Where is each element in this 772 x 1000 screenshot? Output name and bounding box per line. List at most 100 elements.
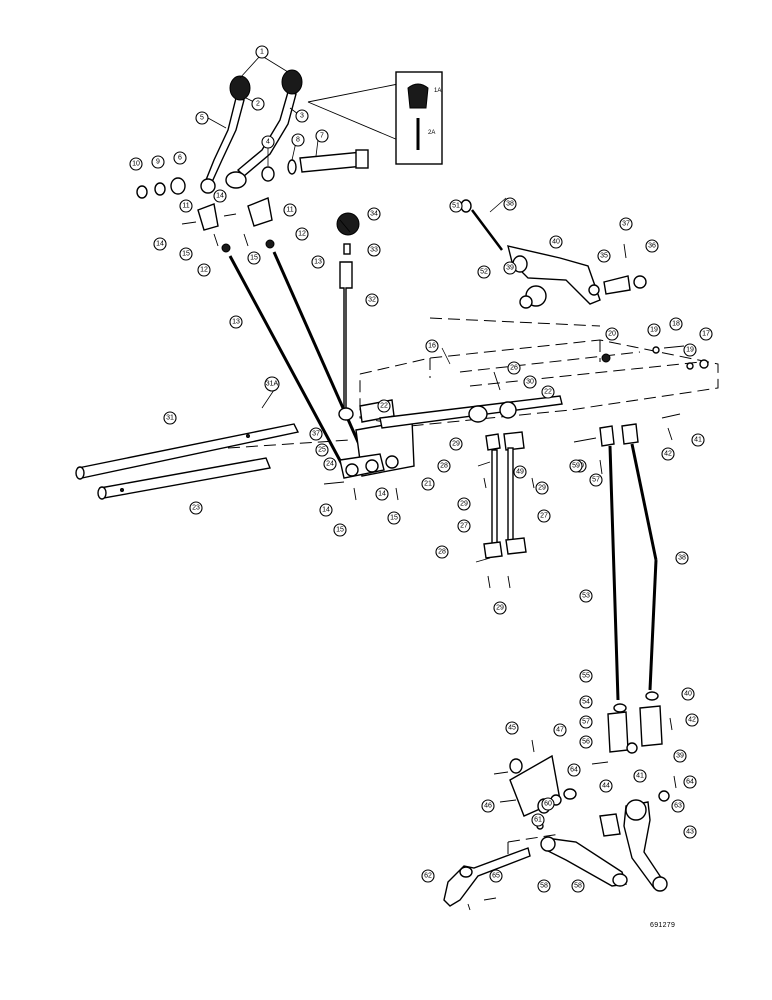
callout-42b: 42 — [685, 713, 699, 727]
callout-47: 47 — [553, 723, 567, 737]
svg-text:29: 29 — [460, 501, 468, 508]
callout-28b: 28 — [435, 545, 449, 559]
callout-8: 8 — [291, 133, 305, 147]
callout-52: 52 — [477, 265, 491, 279]
callout-11b: 11 — [283, 203, 297, 217]
svg-text:29: 29 — [452, 441, 460, 448]
svg-text:12: 12 — [200, 267, 208, 274]
callout-5: 5 — [195, 111, 209, 125]
callout-51: 51 — [449, 199, 463, 213]
svg-text:45: 45 — [508, 725, 516, 732]
callout-58a: 58 — [537, 879, 551, 893]
callout-59: 59 — [569, 459, 583, 473]
callout-37a: 37 — [619, 217, 633, 231]
svg-text:61: 61 — [534, 817, 542, 824]
svg-text:57: 57 — [582, 719, 590, 726]
svg-text:40: 40 — [552, 239, 560, 246]
callout-22a: 22 — [377, 399, 391, 413]
svg-text:53: 53 — [582, 593, 590, 600]
callout-balloons: 1 2 3 4 5 6 7 8 9 10 11 11 12 12 13 13 1… — [129, 45, 713, 893]
svg-text:37: 37 — [622, 221, 630, 228]
svg-text:49: 49 — [516, 469, 524, 476]
svg-text:10: 10 — [132, 161, 140, 168]
callout-19a: 19 — [647, 323, 661, 337]
svg-text:28: 28 — [440, 463, 448, 470]
svg-text:42: 42 — [688, 717, 696, 724]
svg-text:29: 29 — [538, 485, 546, 492]
callout-36: 36 — [645, 239, 659, 253]
svg-text:64: 64 — [570, 767, 578, 774]
svg-text:11: 11 — [286, 207, 293, 214]
callout-45: 45 — [505, 721, 519, 735]
svg-text:43: 43 — [686, 829, 694, 836]
callout-55: 55 — [579, 669, 593, 683]
callout-57a: 57 — [589, 473, 603, 487]
callout-15a: 15 — [179, 247, 193, 261]
svg-text:56: 56 — [582, 739, 590, 746]
svg-text:38: 38 — [678, 555, 686, 562]
svg-text:2: 2 — [256, 101, 260, 108]
callout-32: 32 — [365, 293, 379, 307]
svg-text:14: 14 — [322, 507, 330, 514]
callout-23: 23 — [189, 501, 203, 515]
svg-text:40: 40 — [684, 691, 692, 698]
svg-text:31: 31 — [166, 415, 174, 422]
svg-text:5: 5 — [200, 115, 204, 122]
callout-22b: 22 — [541, 385, 555, 399]
callout-14b: 14 — [153, 237, 167, 251]
callout-14c: 14 — [375, 487, 389, 501]
callout-27a: 27 — [457, 519, 471, 533]
callout-57b: 57 — [579, 715, 593, 729]
callout-14a: 14 — [213, 189, 227, 203]
callout-24: 24 — [323, 457, 337, 471]
callout-54: 54 — [579, 695, 593, 709]
svg-text:14: 14 — [378, 491, 386, 498]
callout-27b: 27 — [537, 509, 551, 523]
callout-31: 31 — [163, 411, 177, 425]
svg-text:39: 39 — [506, 265, 514, 272]
svg-text:6: 6 — [178, 155, 182, 162]
callout-19b: 19 — [683, 343, 697, 357]
callout-11a: 11 — [179, 199, 193, 213]
svg-text:15: 15 — [390, 515, 398, 522]
lever-32 — [336, 212, 360, 421]
callout-49: 49 — [513, 465, 527, 479]
svg-text:28: 28 — [438, 549, 446, 556]
bell-crank-40 — [460, 199, 709, 370]
callout-29b: 29 — [457, 497, 471, 511]
svg-text:13: 13 — [314, 259, 322, 266]
shift-rods-13 — [228, 251, 368, 469]
inset-label-1a: 1A — [434, 88, 441, 94]
callout-2: 2 — [251, 97, 265, 111]
inset-knob-detail: 1A 2A — [307, 71, 443, 165]
callout-65: 65 — [489, 869, 503, 883]
svg-text:60: 60 — [544, 801, 552, 808]
callout-46: 46 — [481, 799, 495, 813]
svg-text:35: 35 — [600, 253, 608, 260]
svg-text:27: 27 — [540, 513, 548, 520]
callout-64b: 64 — [683, 775, 697, 789]
svg-text:25: 25 — [318, 447, 326, 454]
callout-3: 3 — [295, 109, 309, 123]
callout-29a: 29 — [449, 437, 463, 451]
callout-38b: 38 — [503, 197, 517, 211]
svg-text:22: 22 — [544, 389, 552, 396]
callout-25: 25 — [315, 443, 329, 457]
callout-60: 60 — [541, 797, 555, 811]
svg-text:41: 41 — [636, 773, 644, 780]
callout-9: 9 — [151, 155, 165, 169]
svg-text:17: 17 — [702, 331, 710, 338]
svg-text:14: 14 — [216, 193, 224, 200]
svg-text:55: 55 — [582, 673, 590, 680]
callout-53: 53 — [579, 589, 593, 603]
svg-text:26: 26 — [510, 365, 518, 372]
callout-56: 56 — [579, 735, 593, 749]
callout-34: 34 — [367, 207, 381, 221]
callout-15d: 15 — [387, 511, 401, 525]
svg-text:16: 16 — [428, 343, 436, 350]
callout-17: 17 — [699, 327, 713, 341]
svg-text:62: 62 — [424, 873, 432, 880]
svg-text:11: 11 — [182, 203, 189, 210]
callout-64a: 64 — [567, 763, 581, 777]
